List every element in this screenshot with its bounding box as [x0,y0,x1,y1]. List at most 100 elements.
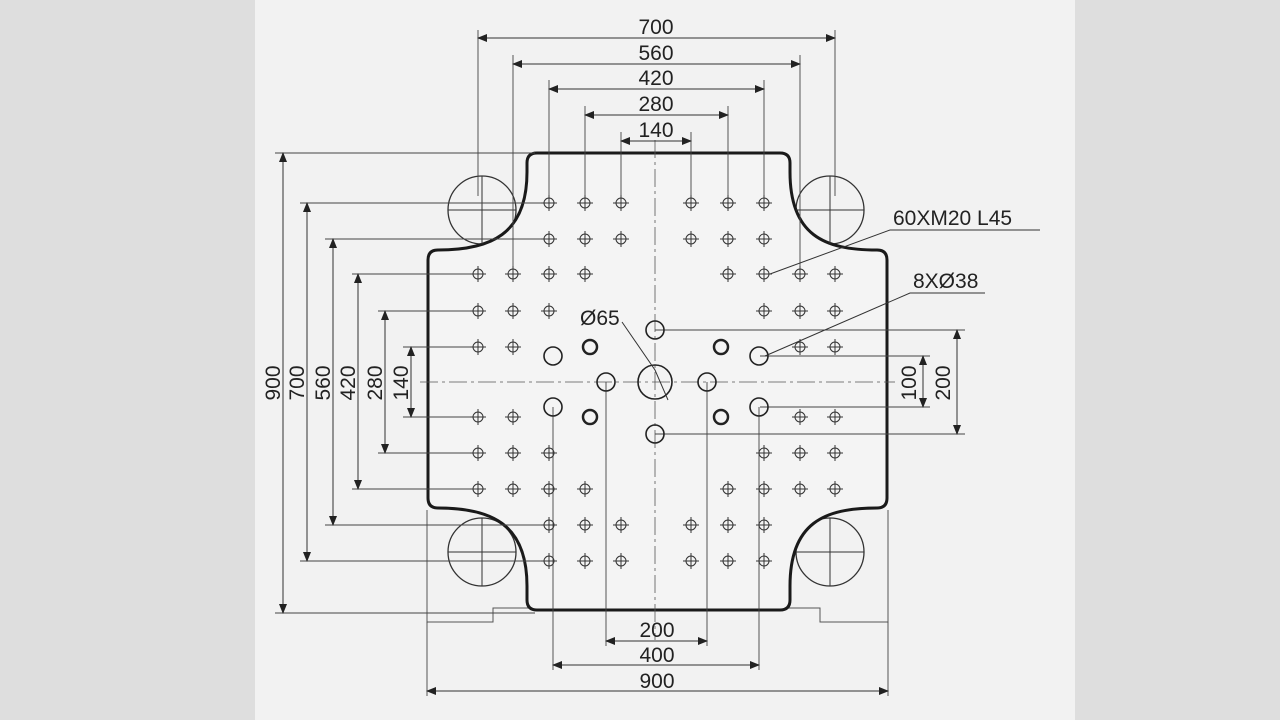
tapped-hole-cross [720,481,736,497]
platen-outline [426,151,889,612]
right-dimension-labels: 100 200 [898,365,955,400]
tapped-hole-cross [470,445,486,461]
tapped-hole-cross [541,517,557,533]
dim-left-700: 700 [286,365,309,400]
tapped-hole-cross [505,266,521,282]
tapped-hole-cross [720,195,736,211]
dim-top-700: 700 [638,16,673,39]
tapped-hole-cross [756,303,772,319]
tapped-hole-cross [792,481,808,497]
tapped-hole-cross [756,266,772,282]
dim-left-560: 560 [312,365,335,400]
callout-center-hole: Ø65 [580,307,620,330]
tapped-hole-cross [470,303,486,319]
ejector-hole [543,397,563,417]
tapped-hole-cross [505,339,521,355]
tapped-hole-cross [541,553,557,569]
tapped-hole-cross [756,445,772,461]
tapped-hole-cross [470,409,486,425]
tapped-hole-cross [827,409,843,425]
tapped-hole-cross [505,303,521,319]
tapped-hole-cross [827,339,843,355]
tapped-hole-cross [541,303,557,319]
tapped-hole-cross [470,339,486,355]
tapped-hole-cross [505,445,521,461]
tapped-hole-cross [613,195,629,211]
ejector-hole [749,346,769,366]
tapped-hole-cross [505,409,521,425]
dim-left-140: 140 [390,365,413,400]
tapped-hole-cross [470,266,486,282]
tapped-hole-cross [577,481,593,497]
tapped-hole-cross [683,195,699,211]
tapped-hole-cross [720,553,736,569]
dim-bottom-200: 200 [639,619,674,642]
tapped-hole-cross [577,517,593,533]
tapped-hole-cross [720,231,736,247]
tapped-hole-cross [541,481,557,497]
tapped-hole-cross [541,231,557,247]
dim-top-140: 140 [638,119,673,142]
ejector-hole [749,397,769,417]
ejector-hole [645,320,665,340]
dim-left-420: 420 [337,365,360,400]
callout-labels: 60XM20 L45 8XØ38 Ø65 [580,207,1012,330]
dim-top-280: 280 [638,93,673,116]
tapped-hole-cross [827,481,843,497]
ejector-holes [543,320,769,444]
dim-left-280: 280 [364,365,387,400]
ejector-hole [543,346,563,366]
ejector-hole [697,372,717,392]
tapped-hole-cross [792,303,808,319]
tapped-hole-cross [756,481,772,497]
tapped-hole-cross [541,445,557,461]
dim-top-560: 560 [638,42,673,65]
tie-bar-centers [448,176,864,586]
tapped-hole-cross [720,517,736,533]
ejector-hole [645,424,665,444]
dim-top-420: 420 [638,67,673,90]
tapped-hole-cross [720,266,736,282]
dimension-lines [279,34,961,695]
top-dimension-labels: 700 560 420 280 140 [638,16,673,142]
tapped-hole-cross [792,445,808,461]
tapped-hole-cross [505,481,521,497]
tapped-hole-cross [827,445,843,461]
left-dimension-labels: 900 700 560 420 280 140 [262,365,413,400]
tapped-hole-cross [792,339,808,355]
ejector-hole [596,372,616,392]
tapped-hole-cross [613,231,629,247]
tapped-hole-cross [577,266,593,282]
dim-bottom-900: 900 [639,670,674,693]
tapped-hole-cross [756,553,772,569]
callout-ejector-holes: 8XØ38 [913,270,978,293]
tapped-hole-cross [577,231,593,247]
tapped-hole-cross [683,231,699,247]
tapped-hole-cross [541,195,557,211]
center-lines [420,140,895,640]
dim-left-900: 900 [262,365,285,400]
tapped-hole-cross [756,195,772,211]
tapped-hole-cross [683,517,699,533]
tapped-hole-cross [827,266,843,282]
tapped-hole-cross [792,409,808,425]
dim-bottom-400: 400 [639,644,674,667]
dim-right-100: 100 [898,365,921,400]
callout-tapped-holes: 60XM20 L45 [893,207,1012,230]
extension-lines [275,30,965,696]
tapped-hole-cross [613,517,629,533]
tapped-hole-cross [541,266,557,282]
tapped-hole-cross [577,195,593,211]
tapped-hole-cross [613,553,629,569]
center-hole [637,364,673,400]
tapped-hole-cross [756,231,772,247]
dim-right-200: 200 [932,365,955,400]
tapped-hole-cross [827,303,843,319]
tapped-hole-cross [577,553,593,569]
tapped-hole-cross [683,553,699,569]
tapped-holes-grid [470,195,843,569]
tapped-hole-cross [792,266,808,282]
bottom-dimension-labels: 200 400 900 [639,619,674,693]
tapped-hole-cross [756,517,772,533]
